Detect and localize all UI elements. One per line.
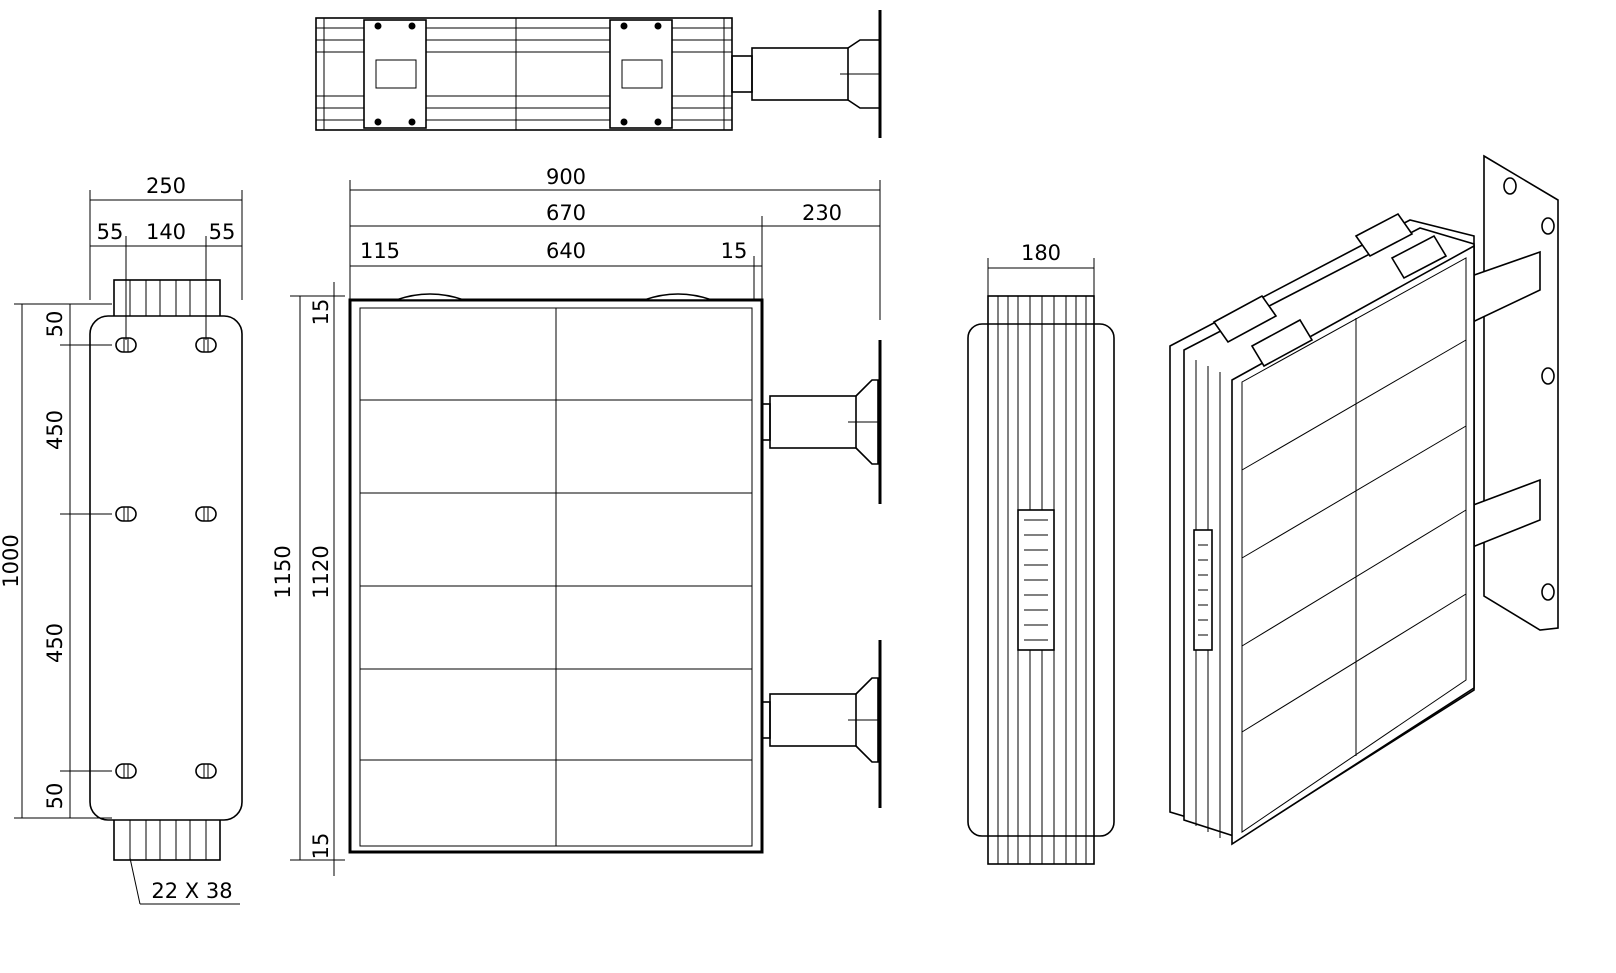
- dim-depth: 180: [1021, 241, 1061, 265]
- dim-overall: 900: [546, 165, 586, 189]
- dim-slot-size: 22 X 38: [151, 879, 232, 903]
- dim-bottom-frame: 15: [309, 833, 333, 860]
- mounting-slot: [195, 763, 217, 779]
- dim-top-frame: 15: [309, 299, 333, 326]
- mounting-slot: [115, 763, 137, 779]
- dim-bracket: 230: [802, 201, 842, 225]
- dim-total-width: 250: [146, 174, 186, 198]
- top-view: [315, 10, 882, 138]
- front-view: [348, 293, 764, 854]
- side-view: [89, 279, 243, 861]
- dim-top-offset: 50: [43, 311, 67, 338]
- dim-upper-span: 450: [43, 410, 67, 450]
- wall-bracket: [761, 640, 882, 808]
- dim-left: 115: [360, 239, 400, 263]
- edge-view: [967, 258, 1115, 865]
- front-view-dimensions: [290, 180, 881, 876]
- dim-center: 140: [146, 220, 186, 244]
- isometric-view: [1169, 154, 1559, 846]
- dim-lower-span: 450: [43, 623, 67, 663]
- dim-left-margin: 55: [97, 220, 124, 244]
- dim-outer-height: 1150: [271, 545, 295, 598]
- dim-body: 670: [546, 201, 586, 225]
- wall-bracket: [761, 340, 882, 504]
- side-view-dimensions: [14, 190, 243, 905]
- dim-right-margin: 55: [209, 220, 236, 244]
- dim-right: 15: [721, 239, 748, 263]
- dim-height: 1000: [0, 534, 23, 587]
- dim-middle: 640: [546, 239, 586, 263]
- dim-bottom-offset: 50: [43, 783, 67, 810]
- mounting-slot: [195, 506, 217, 522]
- dim-inner-height: 1120: [309, 545, 333, 598]
- mounting-slot: [115, 506, 137, 522]
